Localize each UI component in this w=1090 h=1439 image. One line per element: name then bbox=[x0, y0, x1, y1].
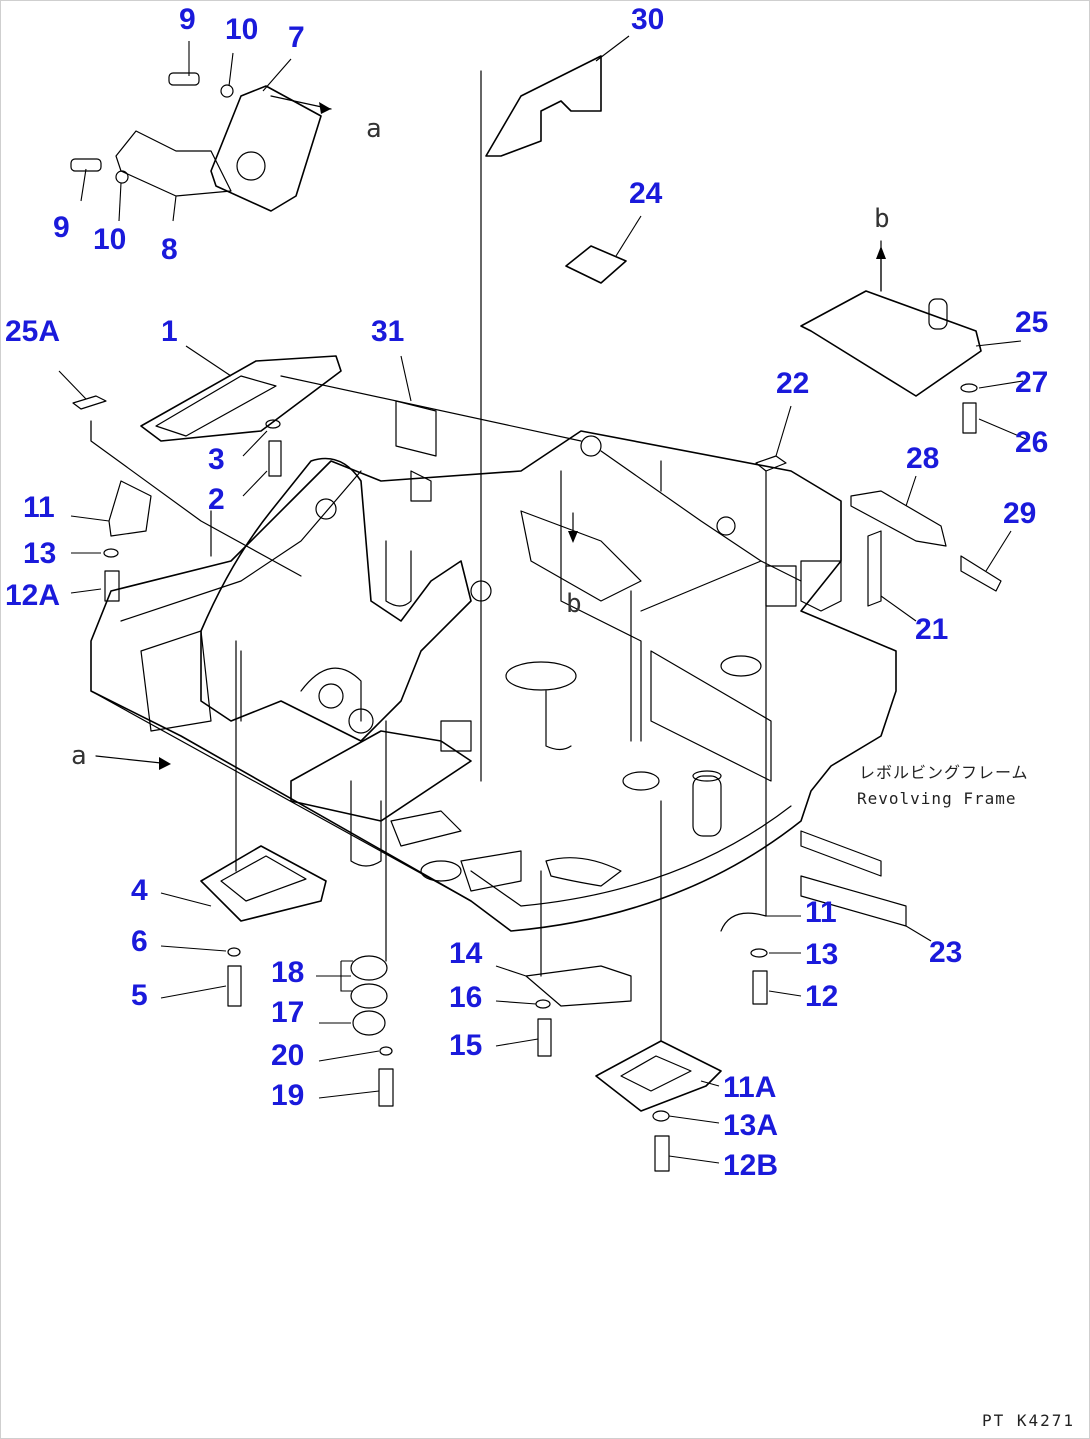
callout-25A: 25A bbox=[5, 315, 61, 348]
callout-4: 4 bbox=[131, 874, 148, 907]
callout-25: 25 bbox=[1015, 306, 1049, 339]
callout-26: 26 bbox=[1015, 426, 1049, 459]
callout-5: 5 bbox=[131, 979, 148, 1012]
callout-1: 1 bbox=[161, 315, 178, 348]
leader-lines bbox=[58, 35, 1027, 1164]
callout-10-top: 10 bbox=[225, 13, 259, 46]
callout-29: 29 bbox=[1003, 497, 1037, 530]
callout-19: 19 bbox=[271, 1079, 305, 1112]
callout-12: 12 bbox=[805, 980, 839, 1013]
callout-11-right: 11 bbox=[805, 896, 837, 929]
reference-arrows bbox=[95, 95, 886, 770]
callout-30: 30 bbox=[631, 3, 665, 36]
callout-28: 28 bbox=[906, 442, 940, 475]
callout-21: 21 bbox=[915, 613, 949, 646]
revolving-frame-label-en: Revolving Frame bbox=[857, 789, 1017, 808]
callout-13-right: 13 bbox=[805, 938, 839, 971]
callout-12B: 12B bbox=[723, 1149, 779, 1182]
center-lines bbox=[90, 70, 882, 1042]
callout-15: 15 bbox=[449, 1029, 483, 1062]
ref-letter-a-top: a bbox=[366, 114, 382, 144]
callout-18: 18 bbox=[271, 956, 305, 989]
callout-7: 7 bbox=[288, 21, 305, 54]
callout-8: 8 bbox=[161, 233, 178, 266]
callout-3: 3 bbox=[208, 443, 225, 476]
callout-23: 23 bbox=[929, 936, 963, 969]
callout-22: 22 bbox=[776, 367, 810, 400]
callout-10-bottom: 10 bbox=[93, 223, 127, 256]
boom-bracket bbox=[200, 457, 492, 867]
deck-details bbox=[140, 435, 842, 892]
callout-14: 14 bbox=[449, 937, 483, 970]
ref-letter-b-top: b bbox=[874, 204, 890, 234]
callout-31: 31 bbox=[371, 315, 405, 348]
callout-24: 24 bbox=[629, 177, 663, 210]
callout-2: 2 bbox=[208, 483, 225, 516]
callout-6: 6 bbox=[131, 925, 148, 958]
callout-9-bottom: 9 bbox=[53, 211, 70, 244]
ref-letter-b-center: b bbox=[566, 589, 582, 619]
callout-9-top: 9 bbox=[179, 3, 196, 36]
callout-20: 20 bbox=[271, 1039, 305, 1072]
callout-13-left: 13 bbox=[23, 537, 57, 570]
callout-13A: 13A bbox=[723, 1109, 779, 1142]
callout-11A: 11A bbox=[723, 1071, 777, 1104]
callout-17: 17 bbox=[271, 996, 305, 1029]
callout-12A: 12A bbox=[5, 579, 61, 612]
callout-11-left: 11 bbox=[23, 491, 55, 524]
callout-27: 27 bbox=[1015, 366, 1049, 399]
exploded-parts bbox=[70, 55, 1002, 1172]
revolving-frame-label-jp: レボルビングフレーム bbox=[859, 763, 1029, 782]
drawing-code: PT K4271 bbox=[981, 1411, 1075, 1430]
ref-letter-a-left: a bbox=[71, 741, 87, 771]
callout-16: 16 bbox=[449, 981, 483, 1014]
